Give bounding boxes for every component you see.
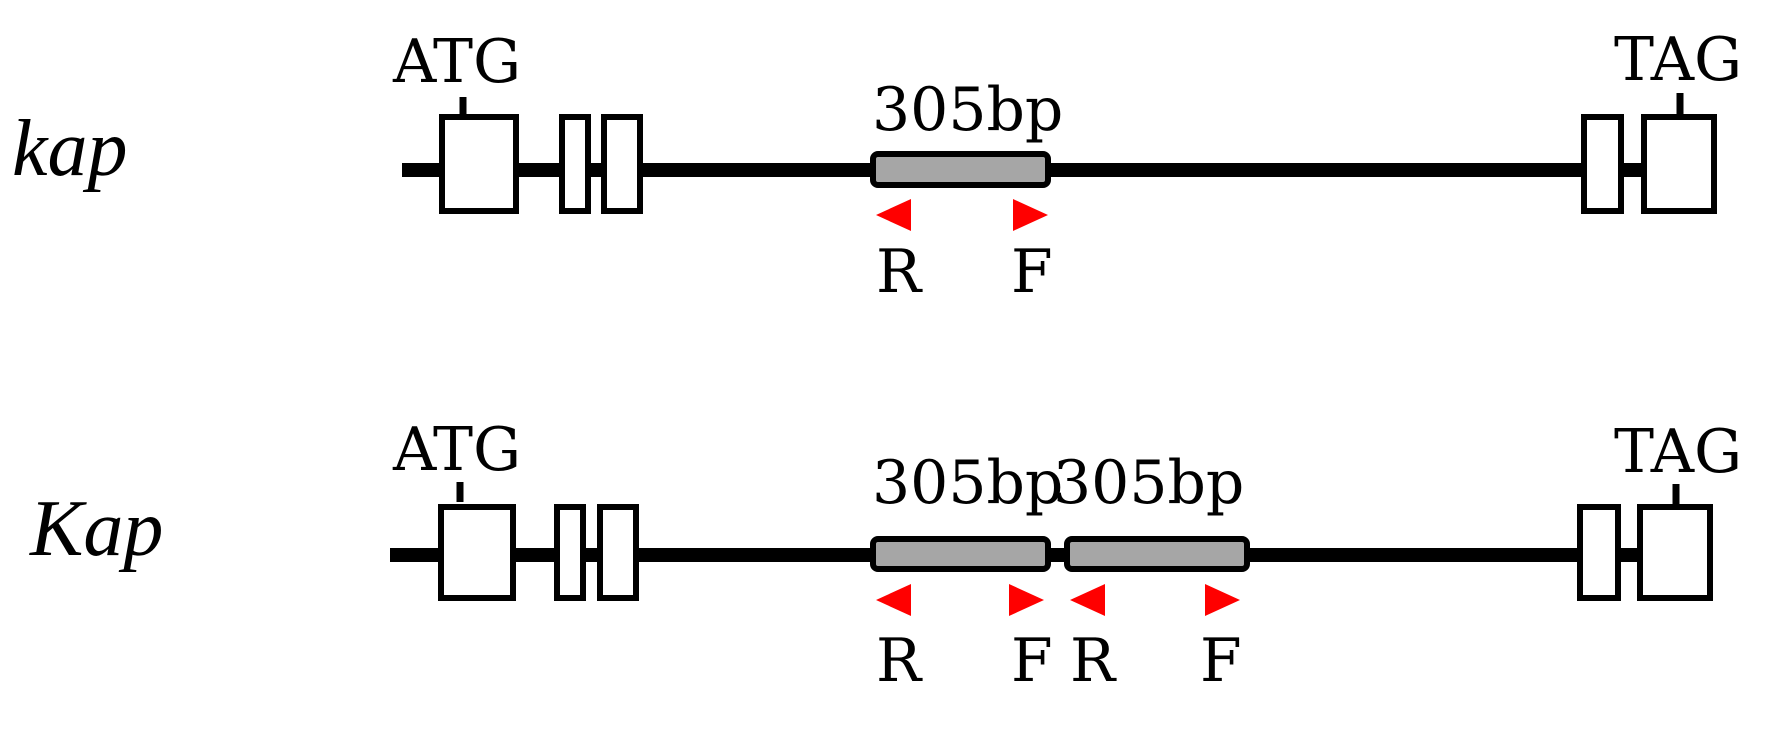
red-right-triangle-icon bbox=[1205, 584, 1240, 616]
primer-forward-label: F bbox=[1011, 626, 1053, 696]
allele-name: Kap bbox=[29, 485, 163, 573]
exon bbox=[1581, 114, 1624, 214]
primer-forward-label: F bbox=[1011, 237, 1053, 307]
allele-row-kap: kap ATG TAG 305bp R F bbox=[12, 25, 1742, 307]
allele-row-Kap: Kap ATG TAG 305bp R F 305bp R bbox=[29, 415, 1742, 696]
red-right-triangle-icon bbox=[1013, 199, 1048, 231]
primer-reverse-label: R bbox=[876, 626, 923, 696]
exon bbox=[554, 504, 586, 601]
start-codon-label: ATG bbox=[392, 27, 521, 97]
insert-segment: 305bp R F bbox=[870, 448, 1063, 696]
exon bbox=[438, 504, 516, 601]
primer-forward-label: F bbox=[1200, 626, 1242, 696]
primer-reverse-label: R bbox=[1070, 626, 1117, 696]
exon bbox=[1577, 504, 1621, 601]
red-left-triangle-icon bbox=[1070, 584, 1105, 616]
red-right-triangle-icon bbox=[1009, 584, 1044, 616]
stop-codon-label: TAG bbox=[1614, 417, 1742, 487]
red-left-triangle-icon bbox=[876, 199, 911, 231]
insert-size-label: 305bp bbox=[872, 448, 1063, 518]
insert-segment: 305bp R F bbox=[1053, 448, 1250, 696]
exon bbox=[597, 504, 639, 601]
insert-size-label: 305bp bbox=[872, 75, 1063, 145]
start-codon-label: ATG bbox=[392, 415, 521, 485]
allele-name: kap bbox=[12, 105, 128, 193]
exon bbox=[1641, 114, 1717, 214]
exon bbox=[559, 114, 591, 214]
exon bbox=[601, 114, 643, 214]
red-left-triangle-icon bbox=[876, 584, 911, 616]
exon bbox=[439, 114, 519, 214]
exon bbox=[1637, 504, 1713, 601]
primer-reverse-label: R bbox=[876, 237, 923, 307]
insert-box bbox=[870, 151, 1051, 188]
insert-box bbox=[1064, 536, 1250, 572]
insert-segment: 305bp R F bbox=[870, 75, 1063, 307]
insert-size-label: 305bp bbox=[1053, 448, 1244, 518]
stop-codon-label: TAG bbox=[1614, 25, 1742, 95]
insert-box bbox=[870, 536, 1051, 572]
